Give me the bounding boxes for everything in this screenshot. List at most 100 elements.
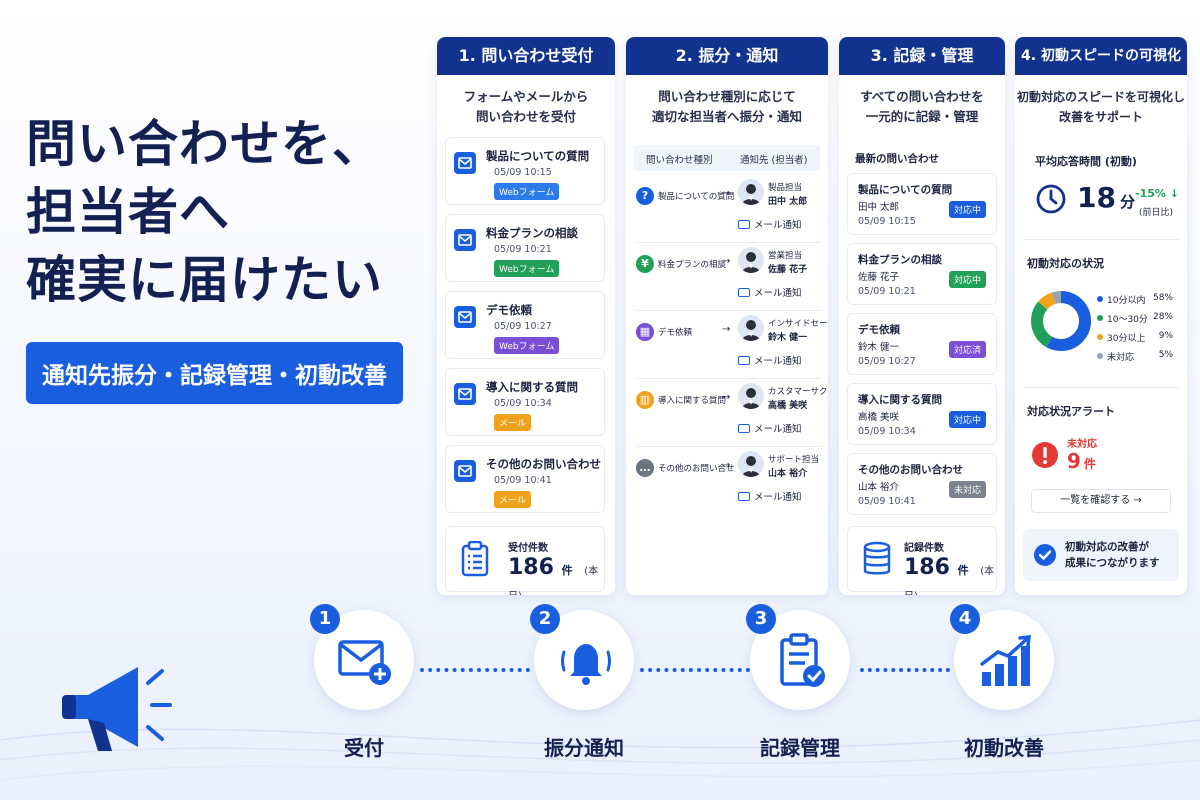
legend-value: 28% <box>1152 312 1173 322</box>
improvement-text: 初動対応の改善が 成果につながります <box>1065 539 1160 571</box>
database-icon <box>863 541 891 575</box>
notify-label: メール通知 <box>754 356 802 367</box>
record-title: 導入に関する質問 <box>858 394 942 406</box>
record-count-box: 記録件数 186 件 (本日) <box>847 526 997 595</box>
legend-label: 未対応 <box>1107 353 1135 363</box>
count-value: 186 <box>904 555 950 580</box>
avg-response-value: 18 <box>1077 181 1116 214</box>
column-header-category: 問い合わせ種別 <box>646 155 713 166</box>
improvement-line: 成果につながります <box>1065 557 1160 569</box>
mail-icon <box>738 220 750 229</box>
view-list-button[interactable]: 一覧を確認する → <box>1031 489 1171 513</box>
record-date: 05/09 10:41 <box>858 496 916 507</box>
assignee-role: 営業担当 <box>768 251 803 261</box>
count-sub: (本日) <box>508 566 599 595</box>
routing-table-header: 問い合わせ種別 通知先 (担当者) <box>634 145 820 171</box>
arrow-right-icon: → <box>722 324 731 335</box>
assignee-role: カスタマーサクセス <box>768 387 828 397</box>
routing-row[interactable]: ¥料金プランの相談→営業担当佐藤 花子メール通知 <box>634 245 820 311</box>
clipboard-check-icon <box>780 633 825 687</box>
step-number: 4 <box>950 604 980 634</box>
mail-icon <box>738 356 750 365</box>
inquiry-date: 05/09 10:21 <box>494 244 552 255</box>
record-title: 料金プランの相談 <box>858 254 942 266</box>
mail-icon <box>454 306 476 328</box>
inquiry-date: 05/09 10:27 <box>494 321 552 332</box>
arrow-right-icon: → <box>722 188 731 199</box>
card-description-line: フォームやメールから <box>463 89 589 104</box>
record-date: 05/09 10:27 <box>858 356 916 367</box>
alert-title: 対応状況アラート <box>1027 405 1115 418</box>
card-description-line: 初動対応のスピードを可視化し <box>1016 90 1185 104</box>
avg-response-unit: 分 <box>1119 193 1135 211</box>
legend-label: 10分以内 <box>1107 296 1146 306</box>
routing-row[interactable]: ?製品についての質問→製品担当田中 太郎メール通知 <box>634 177 820 243</box>
step-routing: 2 振分通知 <box>529 604 639 761</box>
count-unit: 件 <box>561 564 573 577</box>
reception-count-box: 受付件数 186 件 (本日) <box>445 526 605 595</box>
notify-label: メール通知 <box>754 220 802 231</box>
column-header-assignee: 通知先 (担当者) <box>740 155 808 166</box>
record-title: デモ依頼 <box>858 324 900 336</box>
assignee-role: 製品担当 <box>768 183 803 193</box>
card-description-line: 改善をサポート <box>1058 110 1143 124</box>
assignee-name: 鈴木 健一 <box>768 333 808 343</box>
step-number: 2 <box>530 604 560 634</box>
card-description-line: 一元的に記録・管理 <box>865 109 979 124</box>
legend-item: 10〜30分 28% <box>1097 312 1173 325</box>
avatar <box>738 179 764 205</box>
avg-change-sub: (前日比) <box>1139 208 1174 218</box>
routing-row[interactable]: …その他のお問い合せ→サポート担当山本 裕介メール通知 <box>634 449 820 515</box>
divider <box>1023 239 1179 240</box>
mail-icon <box>738 492 750 501</box>
arrow-right-icon: → <box>722 460 731 471</box>
inquiry-title: 製品についての質問 <box>486 149 590 163</box>
check-circle-icon <box>1034 544 1056 566</box>
growth-chart-icon <box>980 635 1031 686</box>
assignee-role: サポート担当 <box>768 455 820 465</box>
clipboard-icon <box>461 541 489 577</box>
bell-icon <box>561 644 611 685</box>
status-badge: 未対応 <box>948 481 986 498</box>
donut-slice <box>1031 291 1091 351</box>
connector-dots <box>640 668 750 672</box>
connector-dots <box>860 668 950 672</box>
notify-label-row: メール通知 <box>738 217 802 231</box>
record-assignee: 高橋 美咲 <box>858 412 900 423</box>
status-badge: 対応中 <box>948 201 986 218</box>
step-reception: 1 受付 <box>309 604 419 761</box>
record-date: 05/09 10:15 <box>858 216 916 227</box>
category-icon: ▦ <box>636 323 654 341</box>
record-assignee: 田中 太郎 <box>858 202 900 213</box>
source-tag: メール <box>494 491 532 508</box>
legend-label: 10〜30分 <box>1107 315 1148 325</box>
count-sub: (本日) <box>904 566 995 595</box>
inquiry-title: その他のお問い合わせ <box>486 457 601 471</box>
assignee-name: 高橋 美咲 <box>768 401 808 411</box>
count-unit: 件 <box>957 564 969 577</box>
hero-title-line-2: 担当者へ <box>26 183 230 241</box>
record-date: 05/09 10:34 <box>858 426 916 437</box>
category-label: 導入に関する質問 <box>658 396 727 406</box>
avatar <box>738 247 764 273</box>
avatar <box>738 383 764 409</box>
avg-response-title: 平均応答時間 (初動) <box>1035 155 1137 168</box>
notify-label: メール通知 <box>754 492 802 503</box>
mail-icon <box>738 424 750 433</box>
alert-icon <box>1032 442 1058 468</box>
